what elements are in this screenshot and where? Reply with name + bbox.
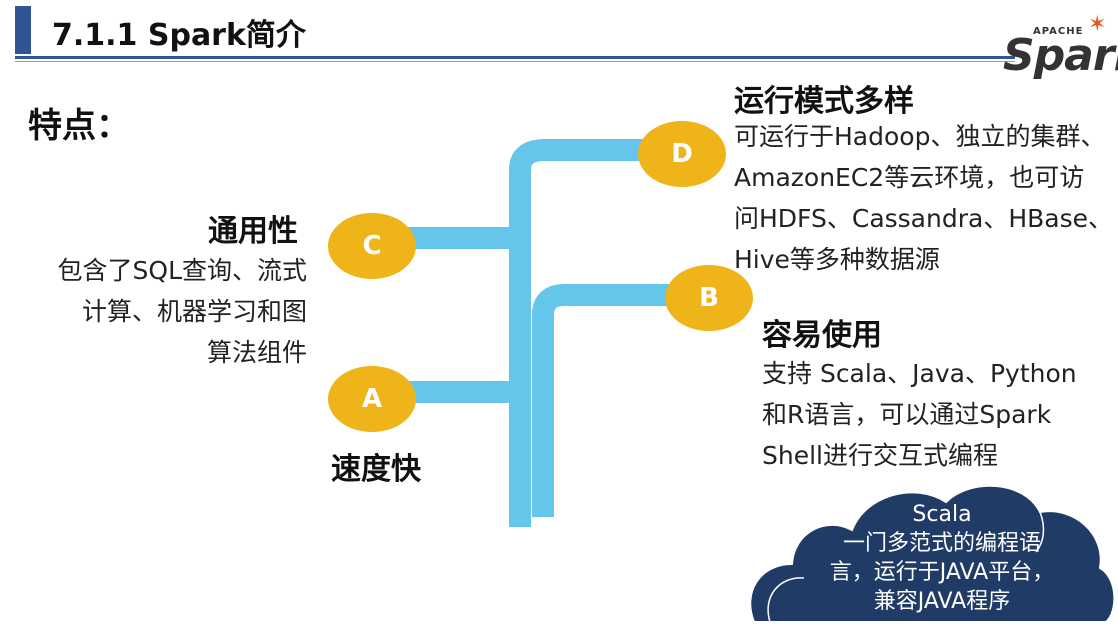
circle-a-letter: A — [362, 384, 382, 414]
general-line-1: 包含了SQL查询、流式 — [58, 250, 307, 291]
circle-d: D — [638, 121, 726, 187]
general-description: 包含了SQL查询、流式 计算、机器学习和图 算法组件 — [58, 250, 307, 373]
run-modes-line-3: 问HDFS、Cassandra、HBase、 — [734, 198, 1113, 239]
general-line-3: 算法组件 — [58, 332, 307, 373]
ease-line-1: 支持 Scala、Java、Python — [762, 353, 1077, 394]
cloud-line-4: 兼容JAVA程序 — [800, 587, 1084, 616]
scala-cloud-text: Scala 一门多范式的编程语 言，运行于JAVA平台， 兼容JAVA程序 — [800, 500, 1084, 616]
heading-run-modes: 运行模式多样 — [734, 76, 914, 120]
ease-of-use-description: 支持 Scala、Java、Python 和R语言，可以通过Spark Shel… — [762, 353, 1077, 476]
circle-c: C — [328, 213, 416, 279]
circle-c-letter: C — [362, 231, 381, 261]
run-modes-line-1: 可运行于Hadoop、独立的集群、 — [734, 116, 1113, 157]
run-modes-description: 可运行于Hadoop、独立的集群、 AmazonEC2等云环境，也可访 问HDF… — [734, 116, 1113, 280]
cloud-line-2: 一门多范式的编程语 — [800, 529, 1084, 558]
circle-b-letter: B — [699, 283, 719, 313]
heading-speed: 速度快 — [331, 444, 421, 488]
ease-line-3: Shell进行交互式编程 — [762, 435, 1077, 476]
branch-b — [543, 295, 672, 517]
circle-d-letter: D — [671, 139, 693, 169]
run-modes-line-4: Hive等多种数据源 — [734, 239, 1113, 280]
cloud-line-1: Scala — [800, 500, 1084, 529]
cloud-line-3: 言，运行于JAVA平台， — [800, 558, 1084, 587]
heading-general: 通用性 — [208, 206, 298, 250]
general-line-2: 计算、机器学习和图 — [58, 291, 307, 332]
circle-a: A — [328, 366, 416, 432]
ease-line-2: 和R语言，可以通过Spark — [762, 394, 1077, 435]
run-modes-line-2: AmazonEC2等云环境，也可访 — [734, 157, 1113, 198]
heading-ease-of-use: 容易使用 — [762, 310, 882, 354]
